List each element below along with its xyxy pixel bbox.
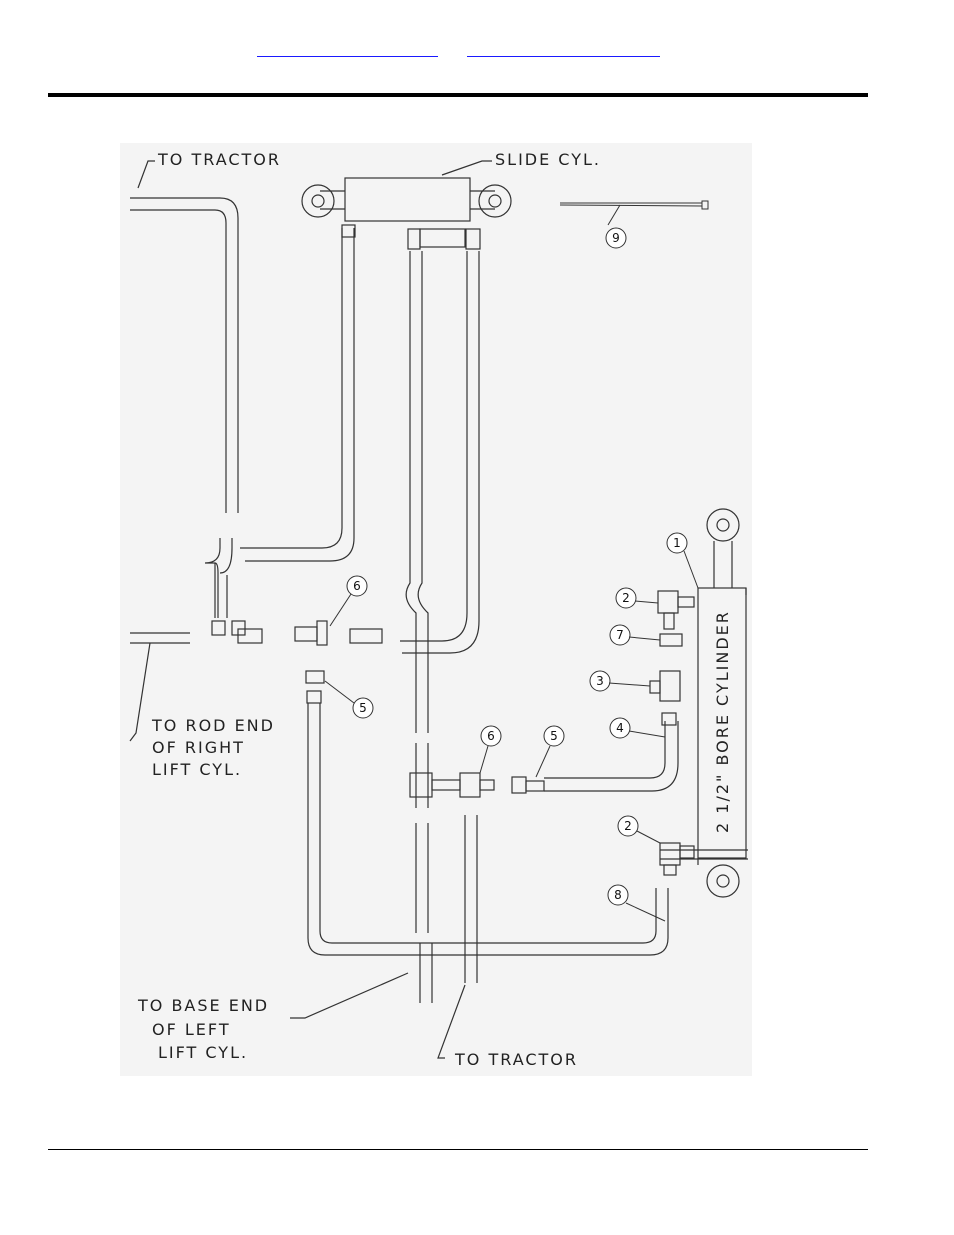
callout-9-text: 9 bbox=[612, 231, 620, 245]
callout-8-text: 8 bbox=[614, 888, 622, 902]
label-rod-end-2: OF RIGHT bbox=[152, 738, 245, 757]
callout-5a-text: 5 bbox=[359, 701, 367, 715]
header-rule bbox=[48, 93, 868, 97]
label-slide-cyl: SLIDE CYL. bbox=[495, 150, 601, 169]
callout-6b-text: 6 bbox=[487, 729, 495, 743]
label-base-end-2: OF LEFT bbox=[152, 1020, 231, 1039]
callout-2a-text: 2 bbox=[622, 591, 630, 605]
label-rod-end-1: TO ROD END bbox=[151, 716, 275, 735]
label-base-end-3: LIFT CYL. bbox=[158, 1043, 248, 1062]
slide-cylinder bbox=[345, 178, 470, 221]
callout-4-text: 4 bbox=[616, 721, 624, 735]
label-to-tractor-top: TO TRACTOR bbox=[157, 150, 281, 169]
label-to-tractor-bottom: TO TRACTOR bbox=[454, 1050, 578, 1069]
callout-2b-text: 2 bbox=[624, 819, 632, 833]
diagram-svg: 1 2 7 3 4 2 8 6 5 6 5 9 TO TRACTOR SLIDE… bbox=[120, 143, 752, 1076]
callout-6a-text: 6 bbox=[353, 579, 361, 593]
label-rod-end-3: LIFT CYL. bbox=[152, 760, 242, 779]
footer-rule bbox=[48, 1149, 868, 1150]
callout-5b-text: 5 bbox=[550, 729, 558, 743]
label-bore-cylinder: 2 1/2" BORE CYLINDER bbox=[713, 610, 732, 833]
header-link-left[interactable] bbox=[257, 40, 438, 57]
hydraulic-diagram: 1 2 7 3 4 2 8 6 5 6 5 9 TO TRACTOR SLIDE… bbox=[120, 143, 752, 1076]
callout-7-text: 7 bbox=[616, 628, 624, 642]
callout-1-text: 1 bbox=[673, 536, 681, 550]
label-base-end-1: TO BASE END bbox=[137, 996, 269, 1015]
callout-3-text: 3 bbox=[596, 674, 604, 688]
hose-to-tractor-top bbox=[130, 198, 238, 513]
header-link-right[interactable] bbox=[467, 40, 660, 57]
